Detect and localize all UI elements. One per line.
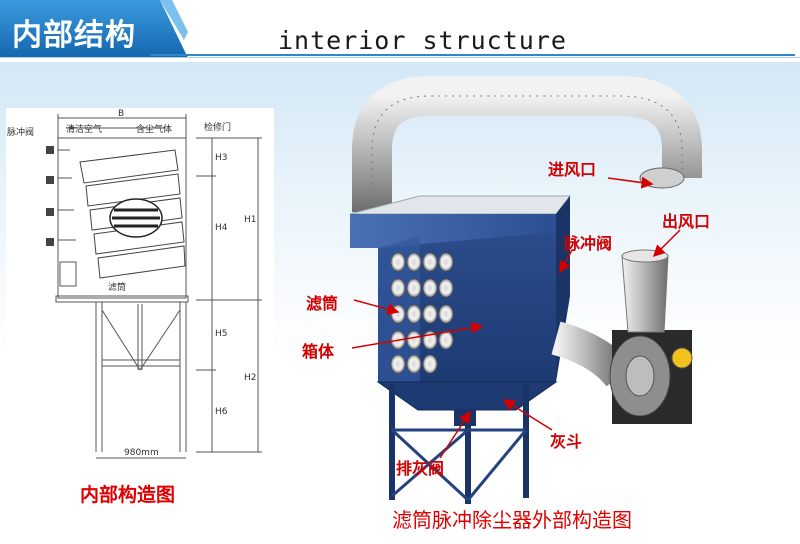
drawing-label-filter: 滤筒 bbox=[108, 281, 126, 293]
header-rule bbox=[150, 54, 795, 56]
arrow-outlet bbox=[652, 229, 681, 258]
drawing-flange bbox=[55, 295, 189, 303]
dim-width: 980mm bbox=[124, 448, 159, 458]
header-en-title: interior structure bbox=[278, 26, 567, 55]
dim-h1: H1 bbox=[244, 215, 257, 225]
header-cn-title: 内部结构 bbox=[12, 18, 136, 53]
equipment-illustration bbox=[349, 76, 702, 504]
inlet-duct bbox=[352, 76, 702, 212]
header-tag-shape bbox=[0, 0, 188, 58]
ash-hopper bbox=[376, 381, 558, 411]
caption-internal-structure: 内部构造图 bbox=[80, 484, 176, 506]
label-box: 箱体 bbox=[302, 342, 335, 361]
dim-h5: H5 bbox=[215, 329, 228, 339]
arrow-discharge-valve bbox=[439, 410, 471, 459]
label-filter: 滤筒 bbox=[306, 294, 339, 313]
label-hopper: 灰斗 bbox=[550, 432, 583, 451]
support-legs bbox=[389, 384, 529, 504]
label-inlet: 进风口 bbox=[548, 160, 597, 179]
dim-b: B bbox=[118, 109, 124, 119]
caption-external-structure: 滤筒脉冲除尘器外部构造图 bbox=[392, 508, 632, 532]
drawing-background bbox=[6, 108, 274, 464]
inlet-opening bbox=[639, 167, 685, 189]
drawing-label-access-door: 检修门 bbox=[204, 121, 231, 133]
dim-h3: H3 bbox=[215, 153, 228, 163]
label-discharge-valve: 排灰阀 bbox=[396, 459, 445, 478]
dim-h2: H2 bbox=[244, 373, 257, 383]
drawing-label-pulse-valve: 脉冲阀 bbox=[7, 126, 34, 138]
motor bbox=[671, 347, 693, 369]
header-rule-light bbox=[0, 57, 800, 58]
dim-h6: H6 bbox=[215, 407, 228, 417]
label-pulse-valve: 脉冲阀 bbox=[564, 234, 613, 253]
label-outlet: 出风口 bbox=[662, 212, 711, 231]
outlet-stack bbox=[621, 255, 669, 333]
arrow-inlet bbox=[607, 176, 654, 189]
drawing-label-clean-air: 清洁空气 bbox=[66, 123, 102, 135]
box-body bbox=[378, 232, 556, 382]
filter-cartridge-grid bbox=[390, 252, 454, 374]
arrow-filter bbox=[353, 299, 400, 316]
arrow-hopper bbox=[502, 399, 553, 431]
technical-drawing: B 脉冲阀 清洁空气 含尘气体 检修门 滤筒 980mm H3 H4 H1 H5… bbox=[6, 108, 274, 464]
header-bar: 内部结构 interior structure bbox=[0, 0, 800, 62]
drawing-box-outline bbox=[57, 137, 187, 299]
drawing-label-dusty-air: 含尘气体 bbox=[136, 123, 172, 135]
dim-h4: H4 bbox=[215, 223, 228, 233]
arrow-pulse-valve bbox=[559, 249, 573, 274]
arrow-box bbox=[351, 321, 484, 349]
